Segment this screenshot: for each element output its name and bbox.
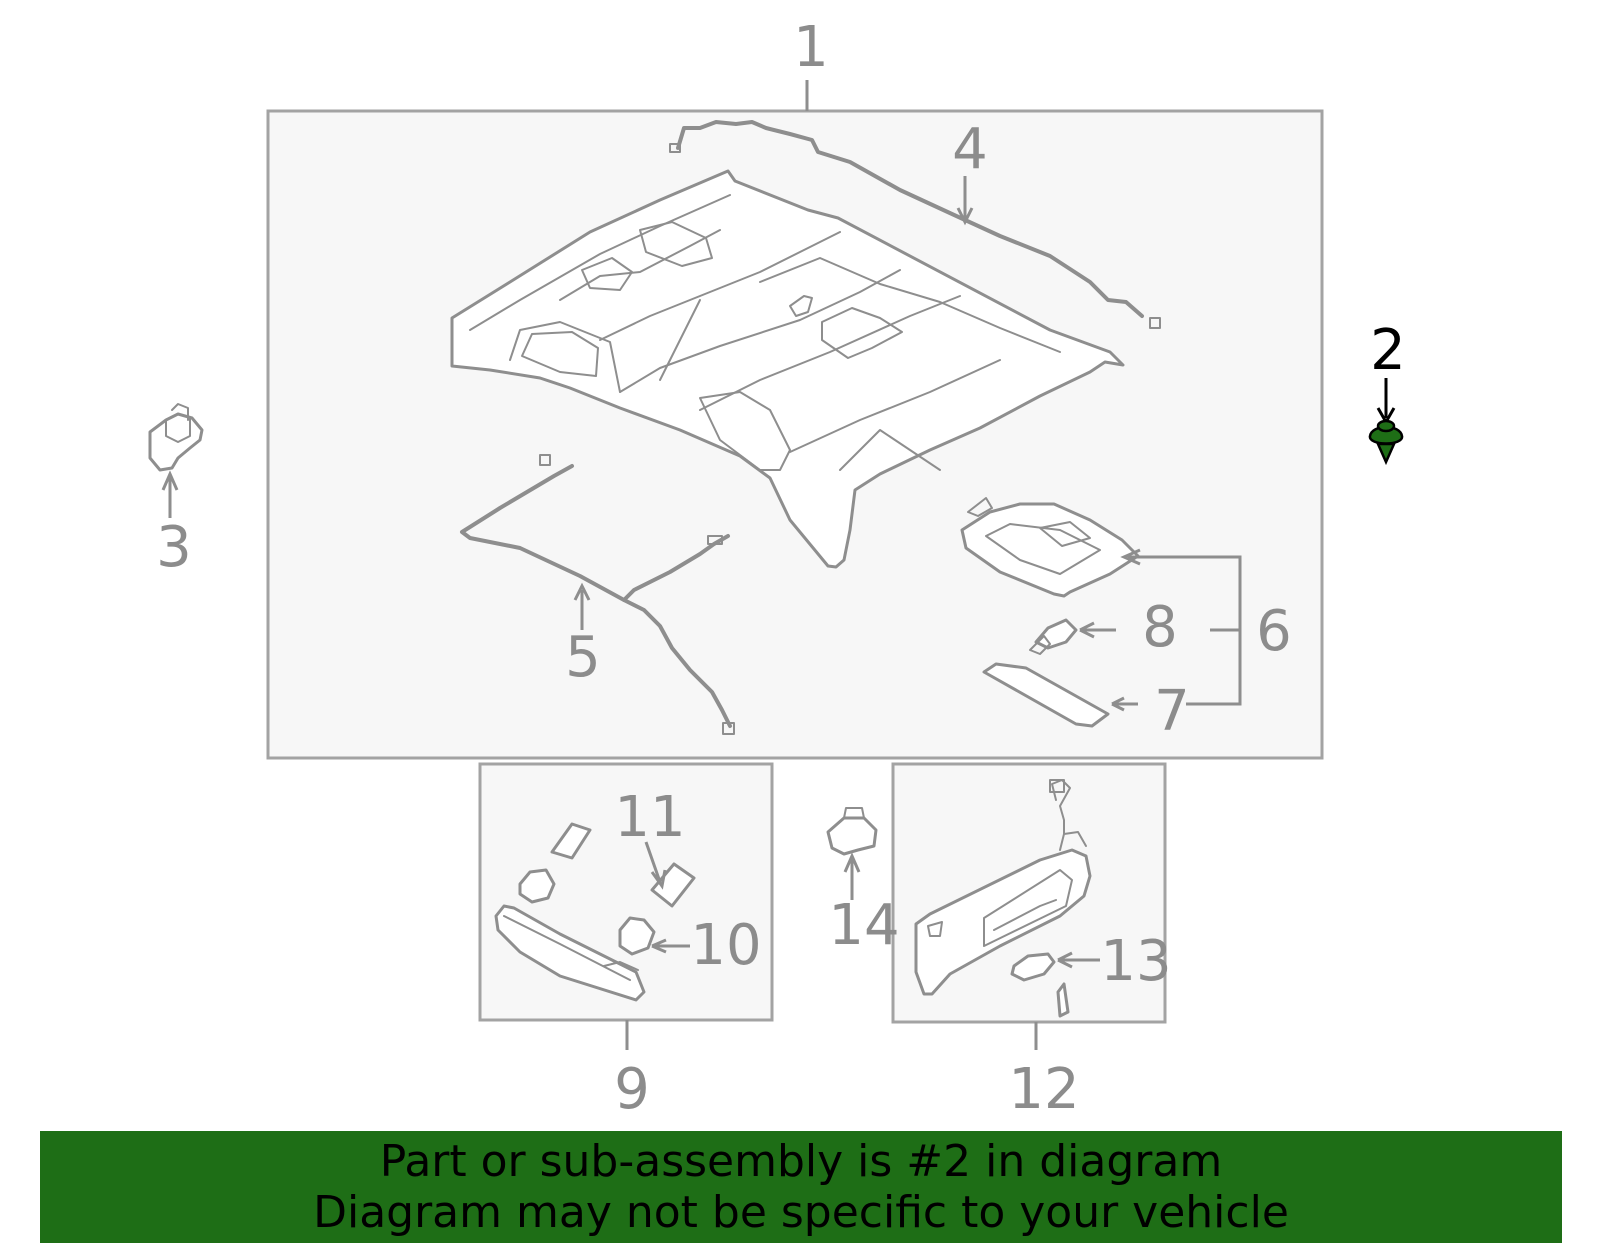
info-banner: Part or sub-assembly is #2 in diagram Di… (40, 1131, 1562, 1243)
callout-3: 3 (156, 515, 192, 580)
cover (618, 916, 656, 956)
bulb (1029, 618, 1078, 655)
headliner (450, 169, 1125, 569)
callout-13: 13 (1100, 929, 1171, 994)
wire-harness-lower (460, 454, 735, 735)
leader-13 (1057, 951, 1100, 969)
leader-5 (573, 582, 591, 630)
sun-visor (914, 779, 1092, 996)
clip-part-2 (1368, 378, 1404, 466)
vanity-lamp-lens (1056, 982, 1070, 1018)
wire-harness-roof (669, 120, 1161, 329)
callout-6: 6 (1256, 599, 1292, 664)
grab-handle (494, 904, 646, 1002)
leader-4 (956, 176, 974, 226)
leader-3 (161, 470, 179, 518)
cover-upper (518, 868, 556, 904)
callout-12: 12 (1008, 1057, 1079, 1122)
callout-1: 1 (793, 15, 829, 80)
lens (982, 662, 1110, 728)
callout-11: 11 (614, 785, 685, 850)
retainer-clip (148, 403, 204, 472)
sun-visor-assembly (960, 497, 1140, 598)
leader-2 (1376, 378, 1396, 426)
callout-4: 4 (952, 117, 988, 182)
callout-9: 9 (614, 1057, 650, 1122)
banner-line-2: Diagram may not be specific to your vehi… (313, 1187, 1289, 1238)
leader-11 (644, 841, 667, 890)
callout-14: 14 (828, 893, 899, 958)
leader-8 (1079, 621, 1116, 639)
visor-holder (826, 807, 878, 856)
callout-7: 7 (1154, 679, 1190, 744)
callout-5: 5 (565, 625, 601, 690)
callout-2: 2 (1370, 318, 1406, 383)
callout-8: 8 (1142, 595, 1178, 660)
vanity-lamp (1010, 952, 1056, 982)
leader-14 (843, 852, 861, 900)
bracket (550, 822, 592, 860)
banner-line-1: Part or sub-assembly is #2 in diagram (379, 1136, 1223, 1187)
callout-10: 10 (690, 913, 761, 978)
bracket-11 (650, 862, 696, 908)
leader-10 (651, 938, 690, 954)
leader-7 (1111, 696, 1138, 712)
